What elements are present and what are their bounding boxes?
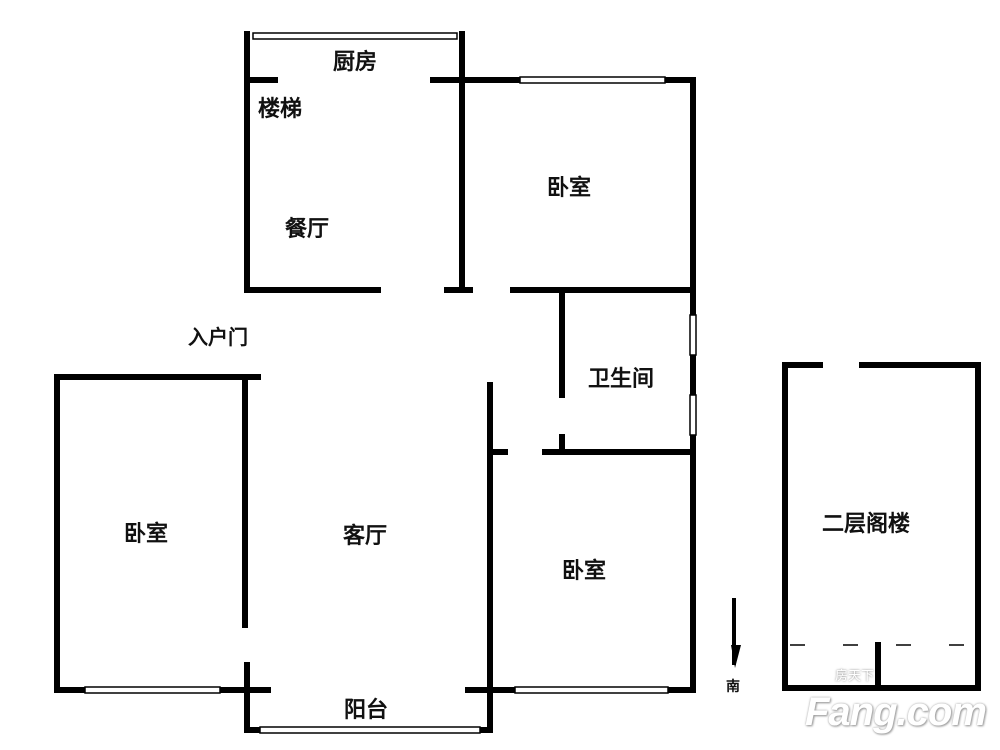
window bbox=[689, 314, 697, 356]
window bbox=[514, 686, 669, 694]
room-label-bedroom-south: 卧室 bbox=[562, 559, 607, 584]
window bbox=[689, 394, 697, 436]
compass-label: 南 bbox=[726, 679, 740, 695]
label-entry-door: 入户门 bbox=[188, 325, 248, 349]
window bbox=[84, 686, 221, 694]
room-label-bedroom-north: 卧室 bbox=[547, 176, 592, 201]
room-label-balcony: 阳台 bbox=[344, 698, 389, 723]
room-label-bathroom: 卫生间 bbox=[588, 367, 655, 392]
room-label-attic: 二层阁楼 bbox=[822, 512, 911, 537]
room-label-bedroom-west: 卧室 bbox=[124, 522, 169, 547]
window bbox=[519, 76, 666, 84]
window bbox=[259, 726, 481, 734]
south-arrow-icon bbox=[731, 598, 741, 668]
watermark-brand-cn: 房天下 bbox=[835, 669, 875, 684]
room-label-kitchen: 厨房 bbox=[333, 50, 378, 75]
window bbox=[252, 32, 458, 40]
watermark-logo: Fang.com bbox=[805, 690, 987, 734]
room-label-stairs: 楼梯 bbox=[258, 97, 303, 122]
room-label-living: 客厅 bbox=[343, 524, 388, 549]
room-label-dining: 餐厅 bbox=[285, 217, 330, 242]
